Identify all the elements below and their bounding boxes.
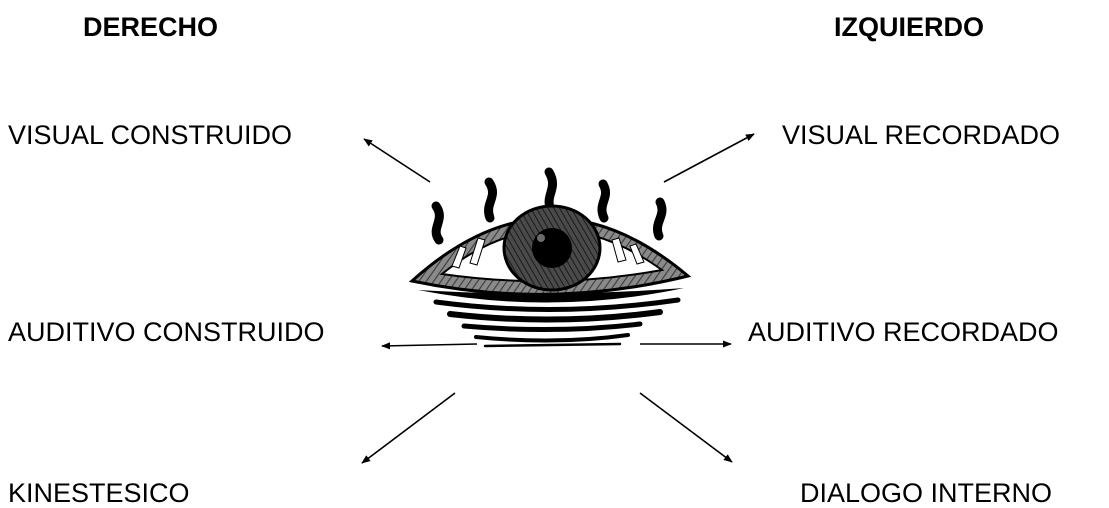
header-izquierdo: IZQUIERDO — [834, 12, 985, 42]
label-visual-construido: VISUAL CONSTRUIDO — [8, 120, 293, 150]
arrow-dialogo-interno — [639, 392, 733, 463]
label-dialogo-interno: DIALOGO INTERNO — [800, 478, 1053, 508]
eye-pupil — [532, 228, 572, 268]
label-visual-recordado: VISUAL RECORDADO — [782, 120, 1061, 150]
eye-underline-strokes — [433, 297, 681, 348]
eye-reflection — [537, 234, 545, 242]
arrow-visual-construido — [363, 138, 431, 183]
arrow-visual-recordado — [663, 133, 755, 183]
arrow-auditivo-construido — [381, 342, 478, 350]
eye-lower-lid — [418, 288, 684, 303]
label-kinestesico: KINESTESICO — [8, 478, 190, 508]
eye-icon — [408, 167, 692, 348]
eye-highlights — [451, 237, 645, 269]
arrow-kinestesico — [361, 392, 456, 464]
label-auditivo-construido: AUDITIVO CONSTRUIDO — [8, 317, 325, 347]
label-auditivo-recordado: AUDITIVO RECORDADO — [748, 317, 1059, 347]
header-derecho: DERECHO — [83, 12, 219, 42]
